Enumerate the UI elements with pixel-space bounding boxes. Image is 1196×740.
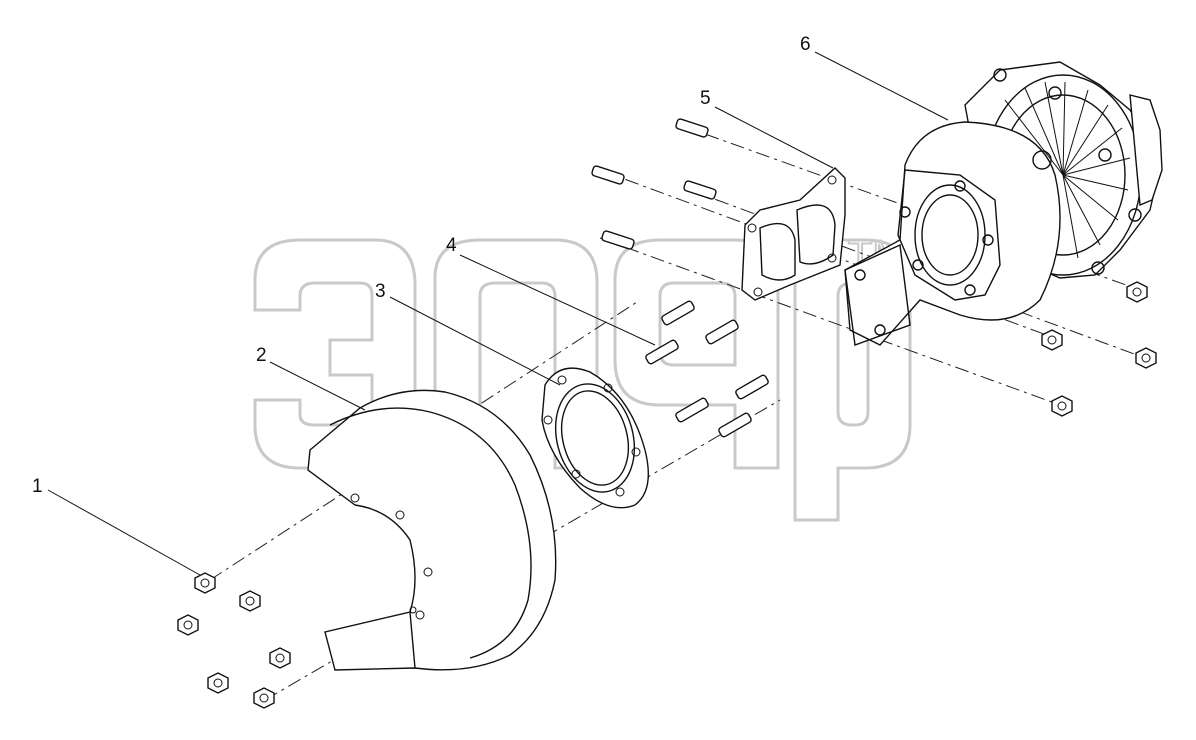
callout-6: 6 [800, 34, 811, 55]
callout-4: 4 [446, 235, 457, 256]
callout-5: 5 [700, 88, 711, 109]
flange-gasket [541, 367, 649, 509]
callout-1: 1 [32, 476, 43, 497]
shield-nuts [177, 572, 291, 709]
callout-labels: 1 2 3 4 5 6 [32, 34, 811, 497]
turbocharger [844, 61, 1163, 346]
turbo-nuts [1041, 281, 1157, 417]
callout-2: 2 [256, 345, 267, 366]
leader-lines [47, 51, 949, 576]
studs-lower [645, 300, 769, 438]
callout-3: 3 [375, 281, 386, 302]
studs-upper [591, 118, 717, 250]
manifold-gasket [741, 167, 846, 301]
heat-shield [307, 389, 557, 671]
